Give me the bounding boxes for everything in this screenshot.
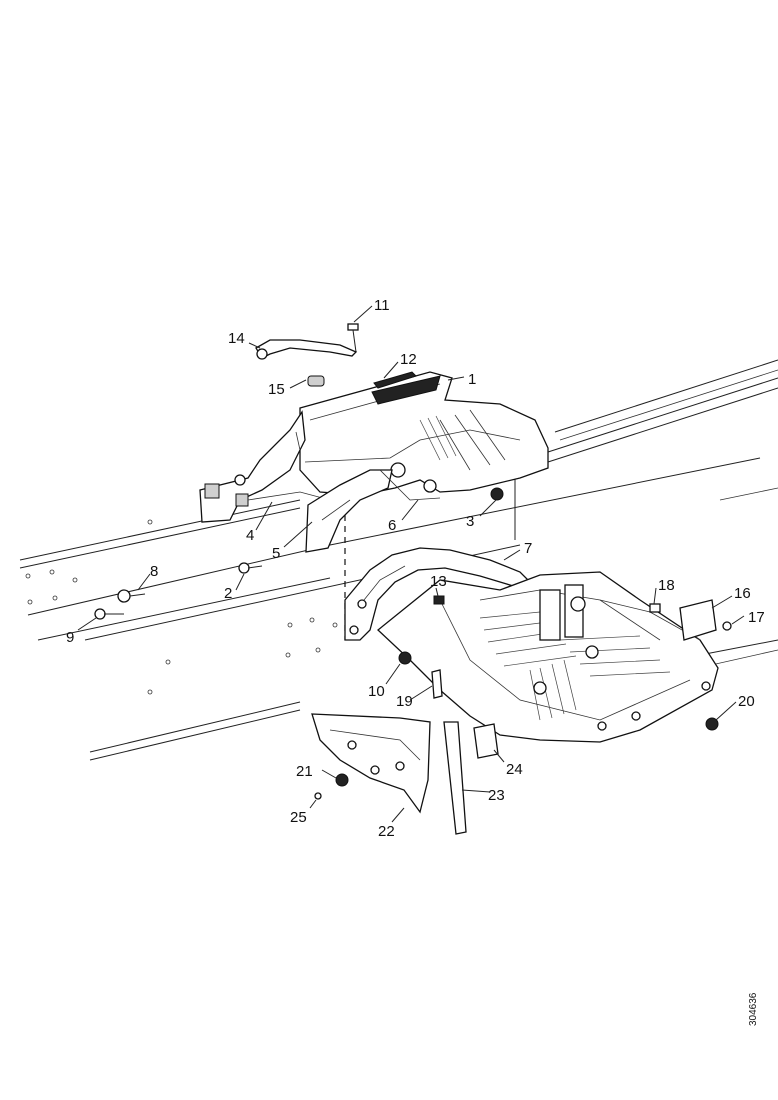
part-5-shroud — [305, 469, 393, 553]
part-9-bolt — [94, 608, 124, 620]
callout-23: 23 — [488, 787, 505, 804]
part-25-screw — [314, 792, 322, 800]
callout-10: 10 — [368, 683, 385, 700]
part-19-pin — [431, 669, 443, 699]
part-13-clip — [433, 595, 445, 605]
main-floor-tray — [377, 571, 719, 743]
callout-8: 8 — [150, 563, 158, 580]
part-18-clip — [649, 603, 661, 613]
callout-9: 9 — [66, 629, 74, 646]
part-6-panel — [379, 469, 441, 501]
callout-labels: 1 2 3 4 5 6 7 8 9 10 11 12 13 14 15 16 1… — [66, 297, 765, 840]
part-21-nut — [335, 773, 349, 787]
part-11-bolt — [347, 323, 359, 353]
callout-1: 1 — [468, 371, 476, 388]
part-24-bracket — [473, 723, 499, 759]
part-10-nut — [398, 651, 412, 665]
drawing-code: 304636 — [748, 992, 759, 1026]
callout-17: 17 — [748, 609, 765, 626]
callout-14: 14 — [228, 330, 245, 347]
callout-3: 3 — [466, 513, 474, 530]
callout-4: 4 — [246, 527, 254, 544]
callout-7: 7 — [524, 540, 532, 557]
callout-2: 2 — [224, 585, 232, 602]
callout-13: 13 — [430, 573, 447, 590]
callout-24: 24 — [506, 761, 523, 778]
callout-25: 25 — [290, 809, 307, 826]
callout-5: 5 — [272, 545, 280, 562]
callout-21: 21 — [296, 763, 313, 780]
part-16-cover-plate — [679, 599, 717, 641]
leader-lines — [77, 305, 745, 823]
part-7-arch-bracket — [344, 547, 534, 641]
part-20-nut — [705, 717, 719, 731]
part-17-screw — [722, 621, 732, 631]
part-15-plug — [307, 375, 325, 387]
callout-16: 16 — [734, 585, 751, 602]
part-12-seal-strip — [373, 371, 417, 389]
part-23-strip — [443, 721, 467, 835]
callout-12: 12 — [400, 351, 417, 368]
callout-18: 18 — [658, 577, 675, 594]
part-3-nut — [490, 487, 504, 501]
callout-6: 6 — [388, 517, 396, 534]
callout-22: 22 — [378, 823, 395, 840]
callout-20: 20 — [738, 693, 755, 710]
part-8-bolt — [117, 589, 146, 603]
callout-11: 11 — [374, 297, 390, 314]
part-4-bracket — [199, 410, 331, 523]
part-1-upper-housing — [299, 371, 549, 496]
part-14-cable — [255, 339, 358, 360]
part-22-mudflap — [311, 713, 431, 814]
callout-15: 15 — [268, 381, 285, 398]
callout-19: 19 — [396, 693, 413, 710]
part-2-bolt — [238, 562, 263, 574]
